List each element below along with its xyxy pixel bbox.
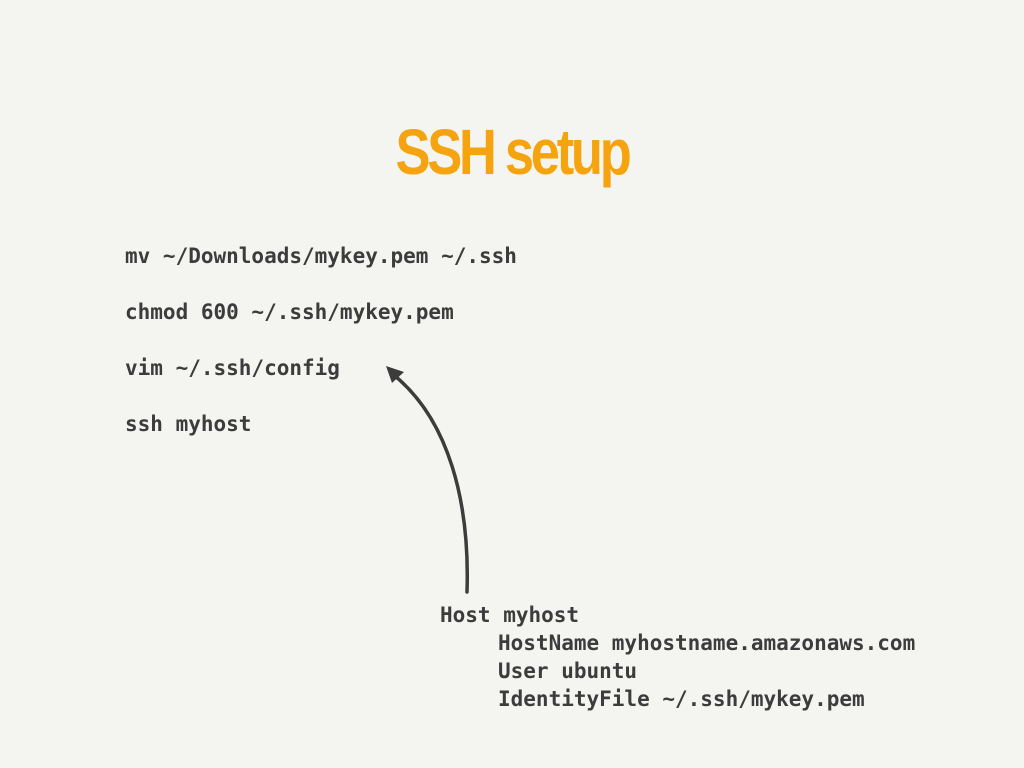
config-hostname-line: HostName myhostname.amazonaws.com [498,631,916,655]
command-chmod-key: chmod 600 ~/.ssh/mykey.pem [125,300,454,324]
command-edit-config: vim ~/.ssh/config [125,356,340,380]
config-identityfile-line: IdentityFile ~/.ssh/mykey.pem [498,687,865,711]
command-ssh-connect: ssh myhost [125,412,252,436]
slide-title: SSH setup [395,116,632,188]
arrow-head [386,366,404,383]
config-host-line: Host myhost [440,603,580,627]
arrow-shaft [393,374,470,594]
config-user-line: User ubuntu [498,659,638,683]
ssh-config-snippet: Host myhost HostName myhostname.amazonaw… [440,601,915,713]
command-move-key: mv ~/Downloads/mykey.pem ~/.ssh [125,244,517,268]
